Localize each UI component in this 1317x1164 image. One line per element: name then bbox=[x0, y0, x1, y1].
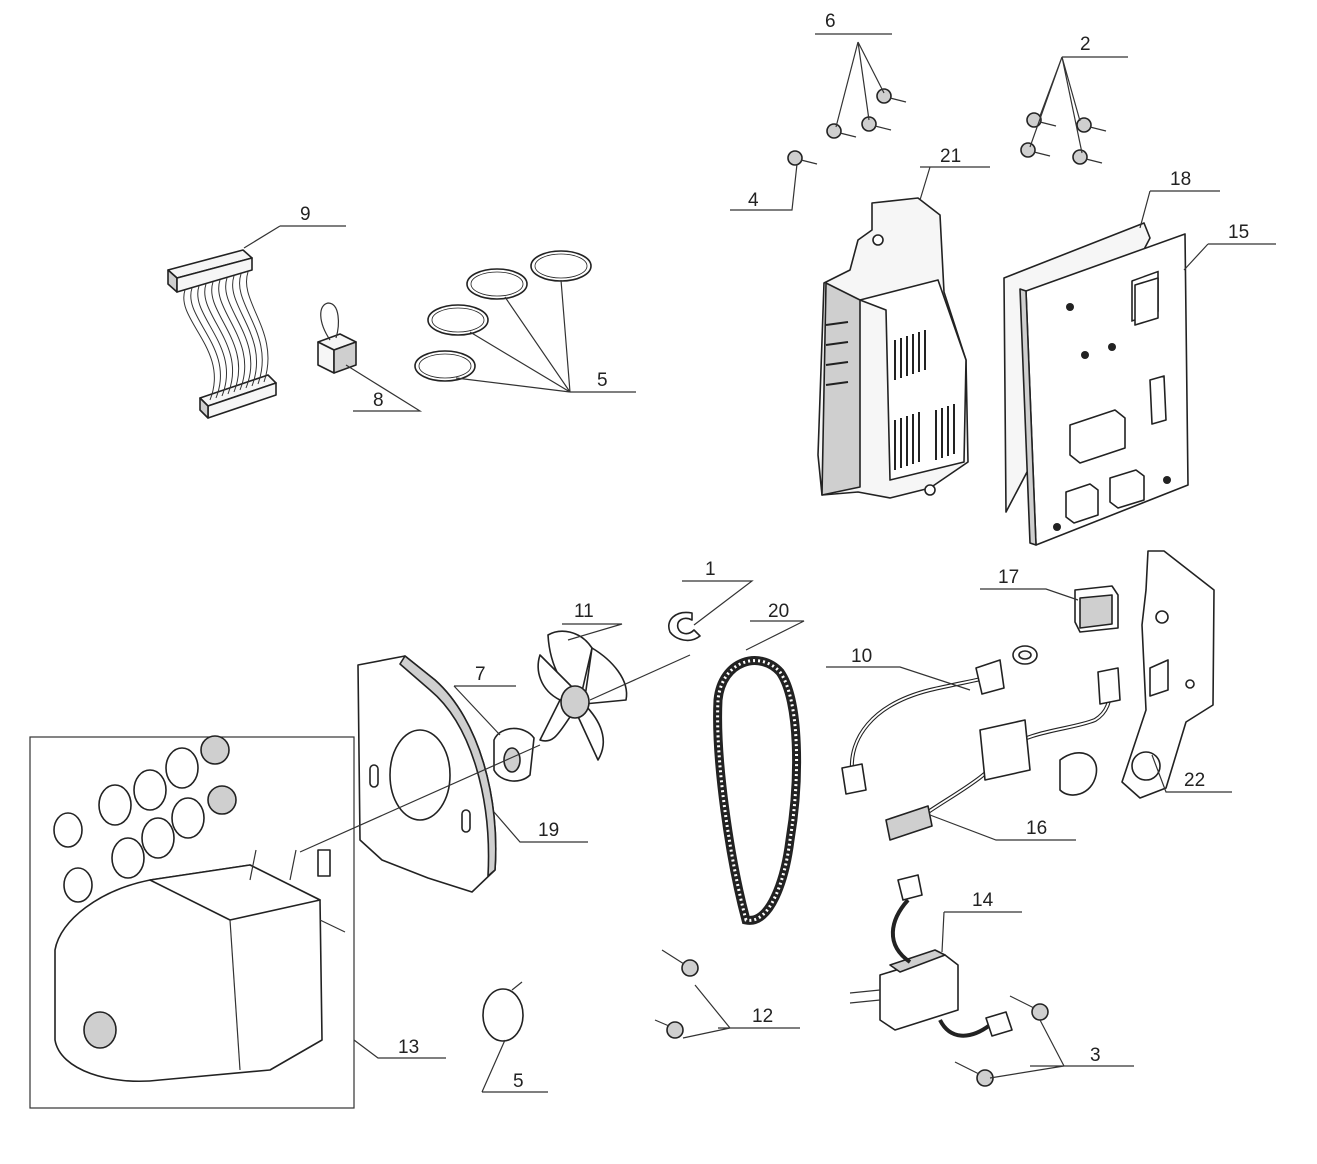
callout-18: 18 bbox=[1170, 169, 1191, 190]
part-21-housing bbox=[817, 197, 969, 499]
leader-lines bbox=[243, 33, 1276, 1093]
callout-5-upper: 5 bbox=[597, 370, 608, 391]
callout-9: 9 bbox=[300, 204, 311, 225]
callout-15: 15 bbox=[1228, 222, 1249, 243]
callout-13: 13 bbox=[398, 1037, 419, 1058]
part-5-seal-rings bbox=[414, 250, 592, 382]
callout-4: 4 bbox=[748, 190, 759, 211]
part-8-small-block bbox=[317, 302, 357, 374]
part-18-15-circuit-boards bbox=[1003, 222, 1189, 546]
callout-22: 22 bbox=[1184, 770, 1205, 791]
callout-16: 16 bbox=[1026, 818, 1047, 839]
part-13-motor-kit bbox=[29, 735, 355, 1109]
callout-labels: 6 2 4 21 18 15 9 8 5 1 11 20 17 7 10 19 … bbox=[300, 11, 1249, 1092]
part-7-cam bbox=[493, 727, 535, 782]
part-19-motor-plate bbox=[357, 655, 497, 893]
callout-1: 1 bbox=[705, 559, 716, 580]
callout-7: 7 bbox=[475, 664, 486, 685]
part-22-bracket bbox=[1121, 550, 1215, 799]
callout-8: 8 bbox=[373, 390, 384, 411]
callout-20: 20 bbox=[768, 601, 789, 622]
callout-3: 3 bbox=[1090, 1045, 1101, 1066]
part-20-belt bbox=[713, 656, 802, 925]
callout-6: 6 bbox=[825, 11, 836, 32]
callout-14: 14 bbox=[972, 890, 994, 911]
part-screws-top bbox=[787, 88, 1107, 166]
callout-21: 21 bbox=[940, 146, 961, 167]
callout-5-lower: 5 bbox=[513, 1071, 524, 1092]
callout-19: 19 bbox=[538, 820, 559, 841]
motor-gear-set bbox=[53, 735, 237, 903]
part-9-ribbon-cable bbox=[167, 249, 277, 419]
callout-2: 2 bbox=[1080, 34, 1091, 55]
callout-12: 12 bbox=[752, 1006, 773, 1027]
part-1-e-clip bbox=[668, 611, 701, 642]
part-10-wire-harness bbox=[841, 645, 1038, 795]
callout-10: 10 bbox=[851, 646, 872, 667]
part-11-fan bbox=[537, 630, 691, 761]
callout-17: 17 bbox=[998, 567, 1019, 588]
part-12-screws bbox=[654, 949, 699, 1039]
part-17-switch bbox=[1074, 585, 1119, 633]
part-16-wire-harness bbox=[885, 667, 1121, 841]
callout-11: 11 bbox=[574, 601, 594, 622]
part-5-disc bbox=[482, 981, 524, 1042]
part-14-transformer bbox=[849, 874, 1049, 1087]
